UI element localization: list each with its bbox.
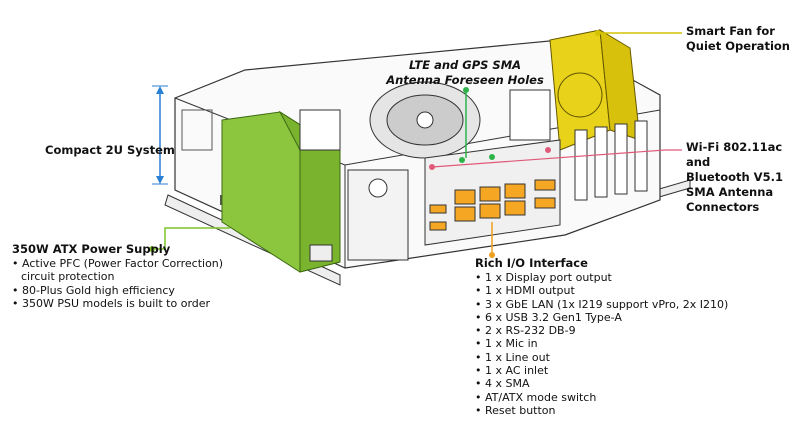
psu-item: 80-Plus Gold high efficiency <box>12 284 223 297</box>
wifi-line: Connectors <box>686 200 760 214</box>
io-item: 1 x HDMI output <box>475 284 728 297</box>
io-item: AT/ATX mode switch <box>475 391 728 404</box>
wifi-line: Wi-Fi 802.11ac and <box>686 140 783 169</box>
psu-leader <box>152 227 230 250</box>
psu-item-cont: circuit protection <box>21 270 115 284</box>
io-item: 3 x GbE LAN (1x I219 support vPro, 2x I2… <box>475 298 728 311</box>
antenna-holes-line: Antenna Foreseen Holes <box>386 73 544 87</box>
io-item: 1 x AC inlet <box>475 364 728 377</box>
io-item: 2 x RS-232 DB-9 <box>475 324 728 337</box>
antenna-holes-line: LTE and GPS SMA <box>408 58 522 72</box>
compact-label: Compact 2U System <box>45 143 175 157</box>
io-callout: Rich I/O Interface 1 x Display port outp… <box>475 256 728 417</box>
smart-fan-line: Smart Fan for <box>686 24 775 38</box>
wifi-line: Bluetooth V5.1 <box>686 170 783 184</box>
psu-item: 350W PSU models is built to order <box>12 297 223 310</box>
io-item: 1 x Display port output <box>475 271 728 284</box>
smart-fan-label: Smart Fan for Quiet Operation <box>686 24 790 54</box>
io-item: 6 x USB 3.2 Gen1 Type-A <box>475 311 728 324</box>
smart-fan-line: Quiet Operation <box>686 39 790 53</box>
io-item: Reset button <box>475 404 728 417</box>
wifi-line: SMA Antenna <box>686 185 774 199</box>
psu-item: Active PFC (Power Factor Correction) <box>12 257 223 270</box>
io-item: 1 x Line out <box>475 351 728 364</box>
io-item: 4 x SMA <box>475 377 728 390</box>
io-ports <box>429 147 556 231</box>
wifi-leader <box>431 149 682 168</box>
psu-callout: 350W ATX Power Supply Active PFC (Power … <box>12 242 223 310</box>
wifi-label: Wi-Fi 802.11ac and Bluetooth V5.1 SMA An… <box>686 140 800 215</box>
io-title: Rich I/O Interface <box>475 256 588 270</box>
io-item: 1 x Mic in <box>475 337 728 350</box>
antenna-holes-label: LTE and GPS SMA Antenna Foreseen Holes <box>380 58 550 88</box>
psu-title: 350W ATX Power Supply <box>12 242 171 256</box>
